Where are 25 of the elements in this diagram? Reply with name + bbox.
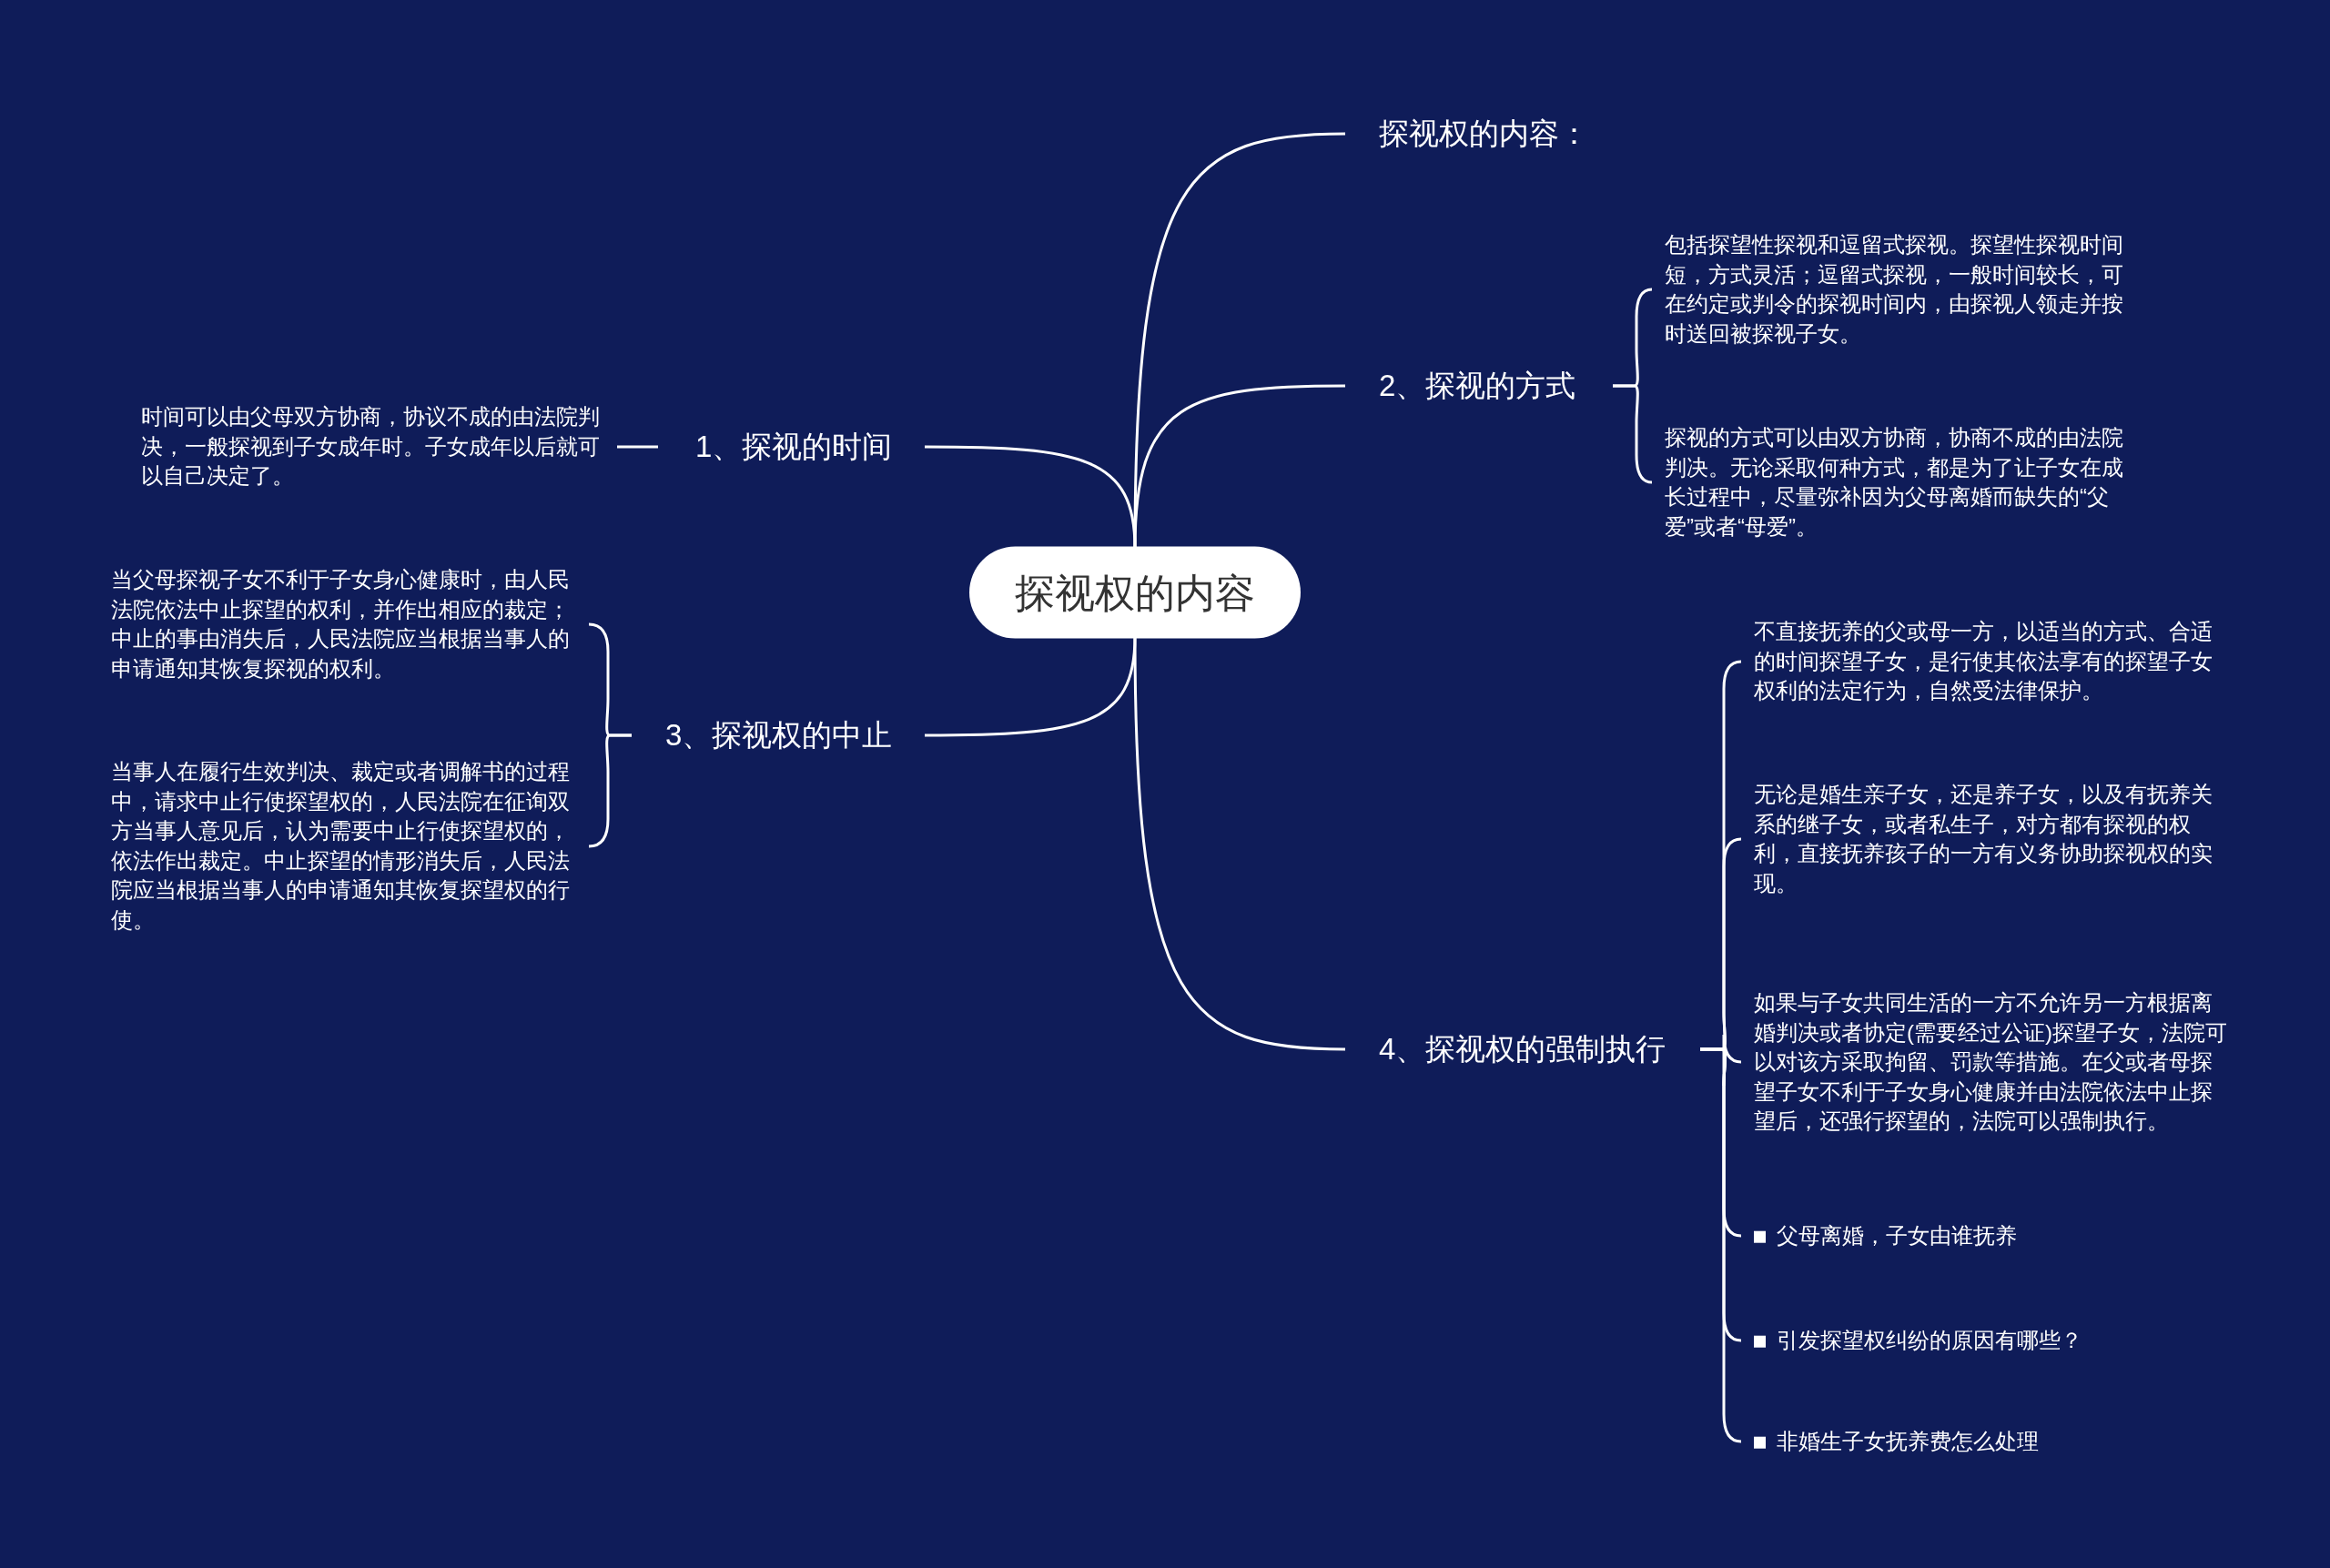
branch-label: 3、探视权的中止 (632, 715, 925, 755)
connector-line (925, 445, 1137, 549)
note-text: 时间可以由父母双方协商，协议不成的由法院判决，一般探视到子女成年时。子女成年以后就可以自己决定了。 (127, 402, 617, 491)
branch-label: 1、探视的时间 (658, 427, 925, 467)
connector-line (588, 733, 632, 848)
connector-line (1700, 1047, 1742, 1443)
branch-label: 4、探视权的强制执行 (1345, 1029, 1700, 1069)
note-text: 无论是婚生亲子女，还是养子女，以及有抚养关系的继子女，或者私生子，对方都有探视的权利，直接抚养孩子的一方有义务协助探视权的实现。 (1741, 779, 2228, 899)
connector-line (617, 445, 658, 449)
note-text: 不直接抚养的父或母一方，以适当的方式、合适的时间探望子女，是行使其依法享有的探望子女权利的法定行为，自然受法律保护。 (1741, 617, 2228, 706)
connector-line (1133, 636, 1346, 1051)
connector-line (925, 636, 1137, 737)
topic-text: 父母离婚，子女由谁抚养 (1777, 1222, 2017, 1248)
branch-label: 2、探视的方式 (1345, 366, 1613, 406)
branch-label: 探视权的内容： (1345, 114, 1646, 154)
central-topic-pill: 探视权的内容 (969, 546, 1301, 639)
note-text: 当父母探视子女不利于子女身心健康时，由人民法院依法中止探望的权利，并作出相应的裁定；中止的事由消失后，人民法院应当根据当事人的申请通知其恢复探视的权利。 (100, 564, 589, 684)
connector-line (1133, 384, 1345, 549)
topic-text: 引发探望权纠纷的原因有哪些？ (1777, 1327, 2082, 1352)
connector-line (1613, 384, 1653, 484)
note-text: 如果与子女共同生活的一方不允许另一方根据离婚判决或者协定(需要经过公证)探望子女，法院可以对该方采取拘留、罚款等措施。在父或者母探望子女不利于子女身心健康并由法院依法中止探望后，还强行探望的，法院可以强制执行。 (1741, 987, 2228, 1137)
topic-text: 非婚生子女抚养费怎么处理 (1777, 1428, 2039, 1453)
note-text: 当事人在履行生效判决、裁定或者调解书的过程中，请求中止行使探望权的，人民法院在征询双方当事人意见后，认为需要中止行使探望权的，依法作出裁定。中止探望的情形消失后，人民法院应当根据当事人的申请通知其恢复探望权的行使。 (100, 757, 589, 936)
note-text: 包括探望性探视和逗留式探视。探望性探视时间短，方式灵活；逗留式探视，一般时间较长，可在约定或判令的探视时间内，由探视人领走并按时送回被探视子女。 (1652, 229, 2139, 349)
note-text: 探视的方式可以由双方协商，协商不成的由法院判决。无论采取何种方式，都是为了让子女在成长过程中，尽量弥补因为父母离婚而缺失的“父爱”或者“母爱”。 (1652, 422, 2139, 542)
